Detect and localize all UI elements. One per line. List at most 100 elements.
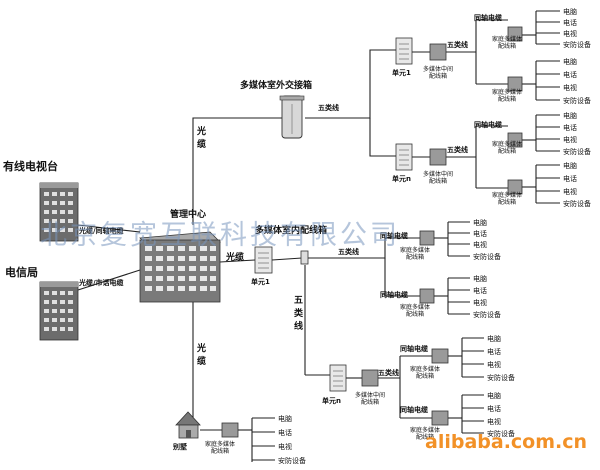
coax-label-1: 同轴电缆 <box>474 14 502 22</box>
device-phone-7: 电话 <box>487 348 501 356</box>
outdoor-box-label: 多媒体室外交接箱 <box>240 81 313 91</box>
unit-panel-details <box>258 43 409 387</box>
coax-label-4: 同轴电缆 <box>380 291 408 299</box>
fiber-label-mid: 光缆 <box>226 253 245 263</box>
home-box-label-9-line1: 家庭多媒体 <box>205 441 236 448</box>
home-box-label-6: 家庭多媒体 配线箱 <box>400 304 430 318</box>
device-security-1: 安防设备 <box>563 41 591 49</box>
device-phone-2: 电话 <box>563 71 577 79</box>
cat5-label-unit1: 五类线 <box>447 41 468 49</box>
coax-label-5: 同轴电缆 <box>400 345 428 353</box>
mid-box-label-1-line1: 多媒体中间 <box>423 66 454 73</box>
home-box-label-8: 家庭多媒体 配线箱 <box>410 427 440 441</box>
device-tv-4: 电视 <box>563 188 577 196</box>
home-box-label-1: 家庭多媒体 配线箱 <box>492 36 522 50</box>
home-box-label-5-line2: 配线箱 <box>406 254 425 261</box>
home-box-label-5-line1: 家庭多媒体 <box>400 247 431 254</box>
cat5-label-outdoor: 五类线 <box>318 104 339 112</box>
home-box-label-1-line1: 家庭多媒体 <box>492 36 523 43</box>
home-box-label-6-line1: 家庭多媒体 <box>400 304 431 311</box>
device-tv-2: 电视 <box>563 84 577 92</box>
home-distribution-box-icons <box>221 26 523 438</box>
cat5-label-indoor: 五类线 <box>338 248 359 256</box>
device-computer-3: 电脑 <box>563 112 577 120</box>
coax-label-6: 同轴电缆 <box>400 406 428 414</box>
device-phone-3: 电话 <box>563 124 577 132</box>
cat5-vertical-label: 五类线 <box>293 296 303 332</box>
device-computer-6: 电脑 <box>473 275 487 283</box>
device-tv-9: 电视 <box>278 443 292 451</box>
mid-box-label-2-line2: 配线箱 <box>429 178 448 185</box>
device-computer-9: 电脑 <box>278 415 292 423</box>
unit1-label-top: 单元1 <box>392 69 411 77</box>
device-tv-8: 电视 <box>487 418 501 426</box>
home-box-label-2-line1: 家庭多媒体 <box>492 89 523 96</box>
device-tv-7: 电视 <box>487 361 501 369</box>
device-security-3: 安防设备 <box>563 148 591 156</box>
device-computer-8: 电脑 <box>487 392 501 400</box>
cable-tv-station-label: 有线电视台 <box>3 160 58 173</box>
device-security-8: 安防设备 <box>487 430 515 438</box>
mid-box-label-2: 多媒体中间 配线箱 <box>423 171 453 185</box>
mid-box-label-1: 多媒体中间 配线箱 <box>423 66 453 80</box>
device-security-7: 安防设备 <box>487 374 515 382</box>
home-box-label-4-line1: 家庭多媒体 <box>492 192 523 199</box>
device-phone-5: 电话 <box>473 230 487 238</box>
home-box-label-2-line2: 配线箱 <box>498 96 517 103</box>
management-center-label: 管理中心 <box>170 210 207 220</box>
home-box-label-4: 家庭多媒体 配线箱 <box>492 192 522 206</box>
home-box-label-8-line1: 家庭多媒体 <box>410 427 441 434</box>
fiber-phone-label: 光缆/市话电缆 <box>79 279 124 287</box>
telecom-bureau-label: 电信局 <box>5 266 38 279</box>
device-tv-6: 电视 <box>473 299 487 307</box>
fiber-vertical-top-label: 光缆 <box>196 127 206 150</box>
outdoor-cabinet-icon <box>279 95 305 139</box>
home-box-label-9-line2: 配线箱 <box>211 448 230 455</box>
unit1-label-indoor: 单元1 <box>251 278 270 286</box>
home-box-label-3-line1: 家庭多媒体 <box>492 141 523 148</box>
home-box-label-8-line2: 配线箱 <box>416 434 435 441</box>
home-box-label-7: 家庭多媒体 配线箱 <box>410 366 440 380</box>
device-computer-7: 电脑 <box>487 335 501 343</box>
mid-box-label-3: 多媒体中间 配线箱 <box>355 392 385 406</box>
home-box-label-1-line2: 配线箱 <box>498 43 517 50</box>
home-box-label-6-line2: 配线箱 <box>406 311 425 318</box>
alibaba-logo[interactable]: alibaba.com.cn <box>425 431 588 453</box>
mid-distribution-box-icons <box>361 43 447 387</box>
fiber-vertical-bottom-label: 光缆 <box>196 344 206 367</box>
indoor-box-label: 多媒体室内配线箱 <box>255 226 328 236</box>
device-phone-1: 电话 <box>563 19 577 27</box>
device-tv-5: 电视 <box>473 241 487 249</box>
device-security-2: 安防设备 <box>563 97 591 105</box>
device-security-4: 安防设备 <box>563 200 591 208</box>
unit-panel-icons <box>254 37 413 392</box>
management-center-building-icon <box>139 231 221 303</box>
mid-box-label-1-line2: 配线箱 <box>429 73 448 80</box>
villa-label: 别墅 <box>173 443 187 451</box>
villa-house-icon <box>175 411 201 439</box>
home-box-label-2: 家庭多媒体 配线箱 <box>492 89 522 103</box>
cat5-label-unitn: 五类线 <box>447 146 468 154</box>
mid-box-label-3-line1: 多媒体中间 <box>355 392 386 399</box>
home-box-label-3: 家庭多媒体 配线箱 <box>492 141 522 155</box>
mid-box-label-2-line1: 多媒体中间 <box>423 171 454 178</box>
home-box-label-4-line2: 配线箱 <box>498 199 517 206</box>
device-tv-3: 电视 <box>563 136 577 144</box>
device-computer-4: 电脑 <box>563 162 577 170</box>
company-watermark: 北京复宽互联科技有限公司 <box>40 220 400 251</box>
cable-tv-building-icon <box>39 182 79 242</box>
device-security-6: 安防设备 <box>473 311 501 319</box>
device-computer-5: 电脑 <box>473 219 487 227</box>
device-tv-1: 电视 <box>563 30 577 38</box>
fiber-coax-label: 光缆/同轴电缆 <box>79 227 124 235</box>
device-computer-1: 电脑 <box>563 8 577 16</box>
home-box-label-7-line1: 家庭多媒体 <box>410 366 441 373</box>
home-box-label-5: 家庭多媒体 配线箱 <box>400 247 430 261</box>
cat5-label-bottom: 五类线 <box>378 369 399 377</box>
unitn-label-top: 单元n <box>392 175 411 183</box>
unitn-label-bottom: 单元n <box>322 397 341 405</box>
device-security-5: 安防设备 <box>473 253 501 261</box>
device-phone-4: 电话 <box>563 175 577 183</box>
coax-label-3: 同轴电缆 <box>380 232 408 240</box>
